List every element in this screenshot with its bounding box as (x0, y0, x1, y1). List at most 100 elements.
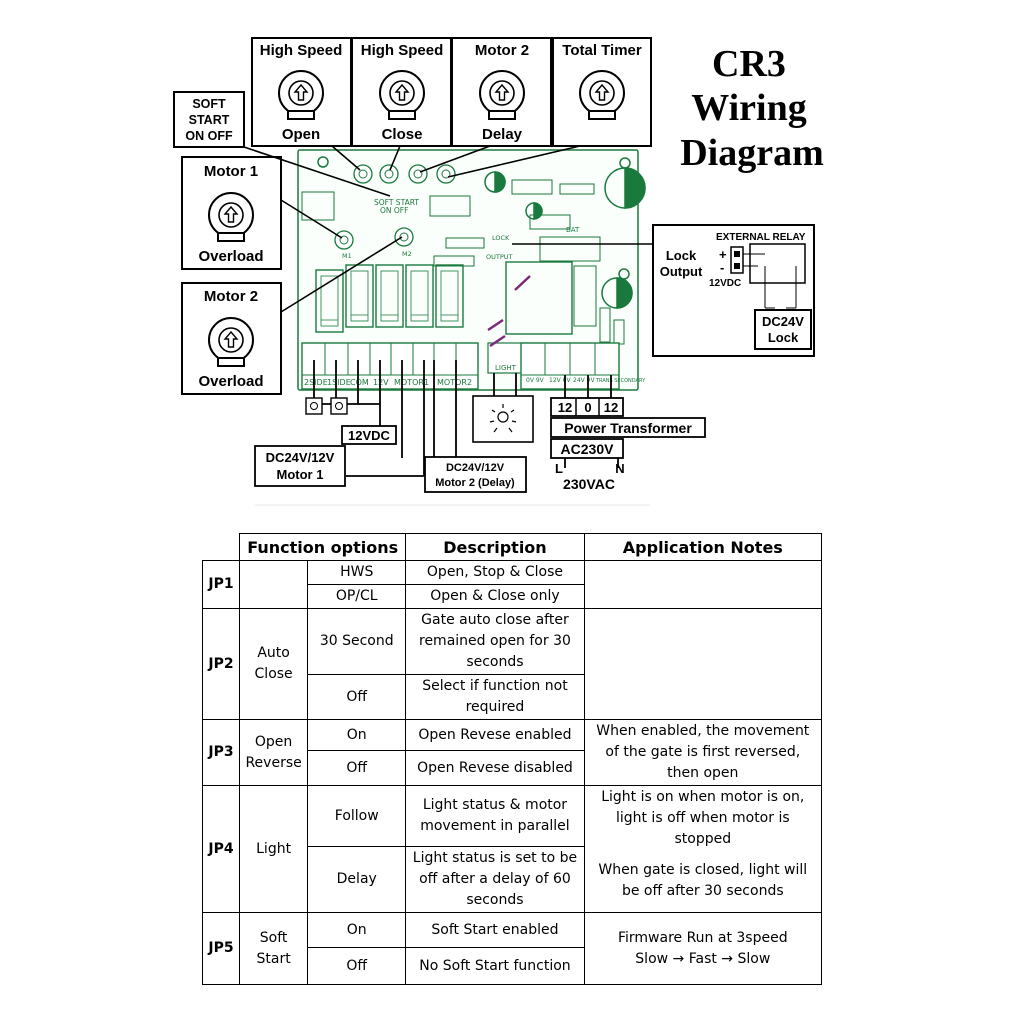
function-line: Close (254, 666, 293, 682)
terminal-label: 12V (373, 378, 389, 387)
notes-cell (583, 608, 823, 720)
title-line: CR3 (712, 43, 786, 85)
terminal-label: LIGHT (495, 364, 517, 372)
board-label: ON OFF (380, 206, 408, 215)
motor1-label: Motor 1 (277, 467, 324, 482)
minus-label: - (720, 260, 724, 275)
leader-lines (243, 145, 652, 313)
option-cell: 30 Second (307, 608, 407, 675)
description-line: off after a delay of 60 (419, 871, 571, 887)
header-application-notes: Application Notes (583, 533, 823, 561)
pot-high-speed-open: High Speed Open (251, 37, 352, 147)
pot-top-label: Motor 2 (204, 288, 258, 305)
wiring-diagram: CR3 Wiring Diagram (173, 37, 824, 506)
header-function-options: Function options (239, 533, 407, 561)
terminal-label: TRANS SECONDARY (595, 378, 646, 384)
soft-start-line: SOFT (192, 97, 226, 111)
note-line: light is off when motor is (615, 810, 790, 826)
pot-high-speed-close: High Speed Close (351, 37, 452, 147)
description-cell: Open Revese enabled (405, 719, 585, 751)
pot-top-label: High Speed (260, 42, 343, 59)
ac-label: AC230V (561, 441, 615, 457)
header-blank (202, 533, 241, 561)
terminal-label: 1SIDE (327, 378, 351, 387)
external-relay-callout: EXTERNAL RELAY Lock Output + - 12VDC DC2… (652, 224, 815, 357)
notes-cell: Light is on when motor is on,light is of… (583, 785, 823, 913)
side-switches (305, 397, 348, 415)
jumper-id: JP2 (201, 608, 241, 720)
terminal-label: MOTOR2 (437, 378, 472, 387)
description-line: required (465, 699, 525, 715)
terminal-label: 0V 9V (526, 377, 545, 384)
option-cell: OP/CL (307, 584, 407, 609)
transformer-tap: 12 (558, 400, 572, 415)
pot-top-label: Motor 2 (475, 42, 529, 59)
jumper-id: JP5 (201, 912, 241, 985)
lock-label: DC24V (762, 314, 804, 329)
option-cell: Delay (307, 846, 407, 913)
n-label: N (615, 461, 624, 476)
board-label: M1 (342, 252, 352, 260)
description-cell: No Soft Start function (405, 947, 585, 985)
option-cell: On (307, 912, 407, 948)
pot-bottom-label: Open (282, 126, 320, 143)
description-line: seconds (466, 892, 524, 908)
pot-bottom-label: Overload (198, 248, 263, 265)
voltage-label: 12VDC (709, 278, 741, 289)
note-line: When enabled, the movement (596, 723, 810, 739)
board-text: SOFT START ON OFF M1 M2 LOCK OUTPUT BAT (342, 198, 580, 261)
function-line: Start (256, 950, 291, 967)
transformer-label: Power Transformer (564, 420, 692, 436)
title-line: Wiring (691, 87, 806, 129)
note-line: Slow → Fast → Slow (635, 950, 771, 967)
light-icon (472, 395, 534, 443)
terminal-labels: 2SIDE 1SIDE COM 12V MOTOR1 MOTOR2 LIGHT … (304, 364, 646, 387)
pot-top-label: High Speed (361, 42, 444, 59)
description-cell: Soft Start enabled (405, 912, 585, 948)
description-line: Select if function not (422, 678, 568, 694)
description-line: Light status is set to be (412, 850, 578, 866)
board-label: SOFT START (374, 198, 419, 207)
pot-motor1-overload: Motor 1 Overload (181, 156, 282, 270)
description-line: Gate auto close after (421, 612, 569, 628)
wiring-callouts: 12VDC DC24V/12V Motor 1 DC24V/12V Motor … (254, 395, 706, 493)
pcb-board (297, 149, 646, 391)
description-line: movement in parallel (420, 818, 570, 834)
note-line: then open (667, 765, 739, 781)
function-line: Open (254, 733, 293, 750)
table-row: Delay Light status is set to be off after… (203, 846, 822, 913)
note-line: of the gate is first reversed, (605, 744, 801, 760)
option-cell: On (307, 719, 407, 751)
external-relay-title: EXTERNAL RELAY (716, 232, 806, 243)
pot-top-label: Motor 1 (204, 163, 258, 180)
function-line: Soft (259, 929, 288, 946)
v12-label: 12VDC (348, 428, 391, 443)
table-header-row: Function options Description Application… (202, 533, 823, 561)
transformer-tap: 0 (584, 400, 591, 415)
note-line: stopped (674, 831, 732, 847)
jumper-options-table: Function options Description Application… (201, 533, 823, 985)
terminal-label: 2SIDE (304, 378, 328, 387)
option-cell: Off (307, 947, 407, 985)
pot-motor2-overload: Motor 2 Overload (181, 282, 282, 395)
soft-start-line: ON OFF (185, 129, 233, 143)
notes-cell: When enabled, the movement of the gate is… (583, 719, 823, 786)
function-line: Auto (257, 645, 290, 661)
jumper-id: JP4 (201, 785, 241, 913)
terminal-label: 12V 0V (549, 377, 571, 384)
function-name: Light (239, 785, 309, 913)
lock-label: Lock (768, 330, 799, 345)
option-cell: Follow (307, 785, 407, 847)
table-row: JP1 HWS Open, Stop & Close (201, 560, 823, 609)
